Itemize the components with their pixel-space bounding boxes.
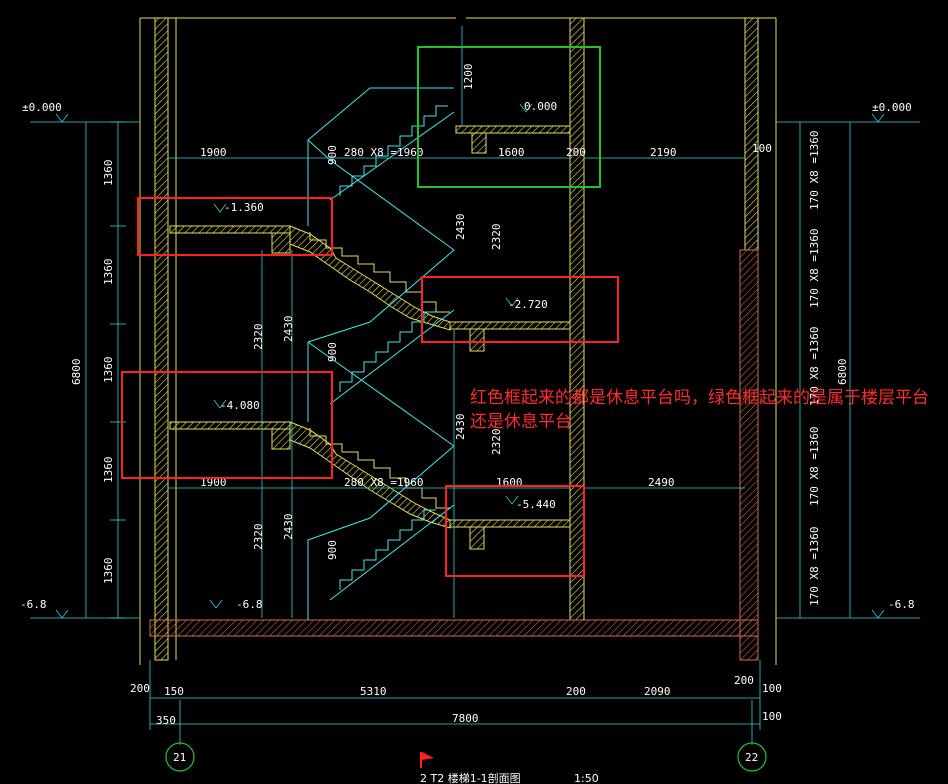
dim-100-top: 100 <box>752 142 772 155</box>
dim-right-steps-c: 170 X8 =1360 <box>808 327 821 406</box>
dim-900-c: 900 <box>326 540 339 560</box>
dim-left-1360-a: 1360 <box>102 160 115 187</box>
right-dims: 170 X8 =1360 170 X8 =1360 170 X8 =1360 1… <box>808 131 849 606</box>
dim-left-6800: 6800 <box>70 359 83 386</box>
dim-2430-b: 2430 <box>454 414 467 441</box>
dim-150: 150 <box>164 685 184 698</box>
dim-1600-top: 1600 <box>498 146 525 159</box>
dim-right-6800: 6800 <box>836 359 849 386</box>
level-top-right: ±0.000 <box>872 101 912 114</box>
dim-200-top: 200 <box>566 146 586 159</box>
dim-200-mid: 200 <box>566 685 586 698</box>
highlight-boxes <box>121 46 619 577</box>
floor-slab <box>149 619 759 637</box>
drawing-title: 2 T2 楼梯1-1剖面图 1:50 <box>420 752 599 784</box>
dim-2320-d: 2320 <box>252 524 265 551</box>
axis-label-22: 22 <box>745 751 758 764</box>
dim-1200: 1200 <box>462 64 475 91</box>
axis-bubble-22: 22 <box>737 742 767 772</box>
dim-2430-c: 2430 <box>282 316 295 343</box>
dim-100-right-b: 100 <box>762 710 782 723</box>
dim-2190: 2190 <box>650 146 677 159</box>
red-box-landing-2 <box>421 276 619 343</box>
level-landing-1: -1.360 <box>224 201 264 214</box>
title-scale: 1:50 <box>574 772 599 784</box>
dim-right-steps-d: 170 X8 =1360 <box>808 427 821 506</box>
dim-280x8-top: 280 X8 =1960 <box>344 146 423 159</box>
dim-1900-bottom: 1900 <box>200 476 227 489</box>
red-box-landing-4 <box>445 485 585 577</box>
dim-2490: 2490 <box>648 476 675 489</box>
dim-1900-top: 1900 <box>200 146 227 159</box>
level-bottom-left: -6.8 <box>20 598 47 611</box>
red-box-landing-1 <box>137 197 333 256</box>
cut-flights <box>289 225 451 529</box>
red-box-landing-3 <box>121 371 333 479</box>
dimension-lines <box>30 26 920 745</box>
dim-200-left: 200 <box>130 682 150 695</box>
dim-350: 350 <box>156 714 176 727</box>
dim-2320-a: 2320 <box>490 224 503 251</box>
level-landing-4: -5.440 <box>516 498 556 511</box>
axis-label-21: 21 <box>173 751 186 764</box>
dim-2430-d: 2430 <box>282 514 295 541</box>
level-top-left: ±0.000 <box>22 101 62 114</box>
dim-100-right-a: 100 <box>762 682 782 695</box>
dim-900-b: 900 <box>326 342 339 362</box>
level-bottom-right: -6.8 <box>888 598 915 611</box>
dim-7800: 7800 <box>452 712 479 725</box>
dim-right-steps-e: 170 X8 =1360 <box>808 527 821 606</box>
level-landing-2: -2.720 <box>508 298 548 311</box>
dim-left-1360-d: 1360 <box>102 457 115 484</box>
level-landing-3: -4.080 <box>220 399 260 412</box>
title-text: 2 T2 楼梯1-1剖面图 <box>420 771 521 784</box>
visible-flights <box>307 87 455 620</box>
dim-2090: 2090 <box>644 685 671 698</box>
dim-280x8-bottom: 280 X8 =1960 <box>344 476 423 489</box>
dim-900-a: 900 <box>326 145 339 165</box>
flag-icon <box>420 752 434 768</box>
dim-200-right: 200 <box>734 674 754 687</box>
dim-2320-b: 2320 <box>490 429 503 456</box>
dim-left-1360-b: 1360 <box>102 259 115 286</box>
elevation-markers <box>55 103 885 619</box>
dim-2320-c: 2320 <box>252 324 265 351</box>
dim-left-1360-e: 1360 <box>102 558 115 585</box>
middle-wall <box>569 17 585 621</box>
dim-right-steps-b: 170 X8 =1360 <box>808 229 821 308</box>
dim-5310: 5310 <box>360 685 387 698</box>
level-bottom-mid: -6.8 <box>236 598 263 611</box>
level-landing-top: 0.000 <box>524 100 557 113</box>
dim-right-steps-a: 170 X8 =1360 <box>808 131 821 210</box>
right-wall <box>739 17 759 661</box>
interior-dims: 1200 900 900 900 2430 2430 2430 2430 232… <box>252 64 503 561</box>
green-box-top-landing <box>417 46 601 188</box>
left-dims: 1360 1360 1360 1360 1360 6800 <box>70 160 115 585</box>
dim-left-1360-c: 1360 <box>102 357 115 384</box>
frame-lines <box>139 17 777 665</box>
dim-2430-a: 2430 <box>454 214 467 241</box>
dim-1600-bottom: 1600 <box>496 476 523 489</box>
axis-bubble-21: 21 <box>165 742 195 772</box>
question-annotation: 红色框起来的都是休息平台吗，绿色框起来的是属于楼层平台还是休息平台 <box>470 388 929 432</box>
left-wall <box>154 17 177 661</box>
